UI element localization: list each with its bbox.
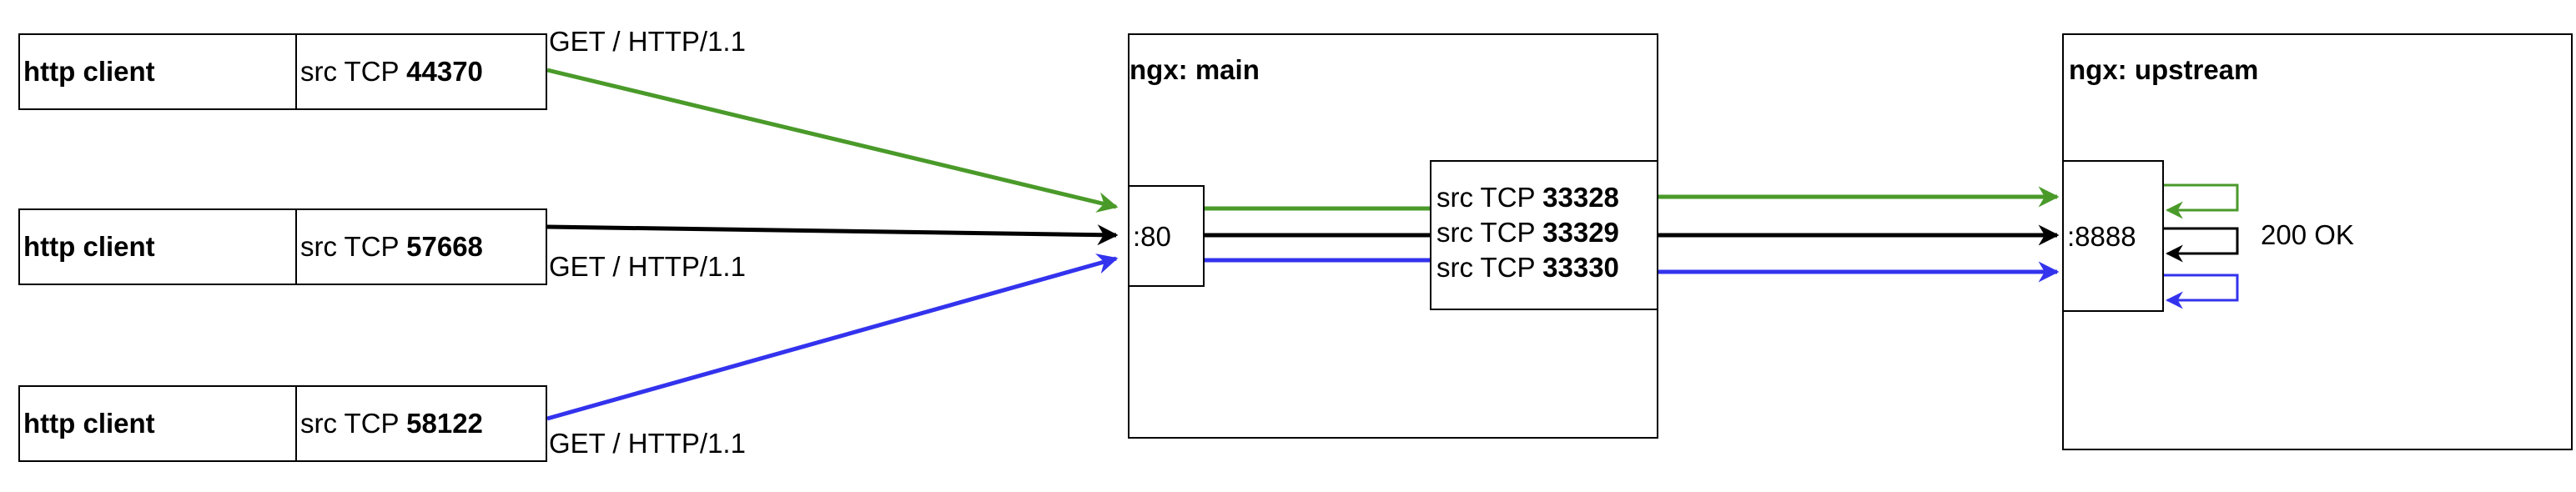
response-loop-green	[2164, 183, 2239, 219]
upstream-source-2: src TCP 33329	[1436, 215, 1619, 250]
client-1-request-arrow	[546, 68, 1119, 213]
upstream-response-label: 200 OK	[2261, 219, 2354, 250]
client-port: src TCP 44370	[295, 33, 547, 110]
client-name: http client	[18, 385, 297, 462]
request-label: GET / HTTP/1.1	[549, 26, 746, 57]
port-prefix: src TCP	[300, 231, 407, 262]
response-loop-black	[2164, 227, 2239, 263]
upstream-source-3: src TCP 33330	[1436, 250, 1619, 285]
client-port: src TCP 57668	[295, 208, 547, 285]
source-port: 33328	[1542, 182, 1619, 213]
main-listen-port-box: :80	[1128, 185, 1205, 287]
port-number: 58122	[406, 408, 483, 439]
source-port: 33330	[1542, 252, 1619, 283]
source-prefix: src TCP	[1436, 252, 1543, 283]
client-2-request-arrow	[546, 224, 1119, 246]
request-label: GET / HTTP/1.1	[549, 428, 746, 459]
main-listen-port-label: :80	[1133, 221, 1171, 252]
port-prefix: src TCP	[300, 408, 407, 439]
upstream-source-1: src TCP 33328	[1436, 180, 1619, 215]
port-prefix: src TCP	[300, 56, 407, 87]
nginx-main-title: ngx: main	[1130, 54, 1260, 85]
upstream-listen-port-box: :8888	[2062, 160, 2164, 312]
source-prefix: src TCP	[1436, 182, 1543, 213]
upstream-listen-port-label: :8888	[2067, 221, 2136, 252]
nginx-upstream-title: ngx: upstream	[2069, 54, 2259, 85]
client-port: src TCP 58122	[295, 385, 547, 462]
port-number: 57668	[406, 231, 483, 262]
client-name: http client	[18, 33, 297, 110]
source-prefix: src TCP	[1436, 217, 1543, 248]
response-loop-blue	[2164, 274, 2239, 309]
main-upstream-sources-box: src TCP 33328 src TCP 33329 src TCP 3333…	[1430, 160, 1658, 310]
client-3-request-arrow	[546, 254, 1119, 421]
request-label: GET / HTTP/1.1	[549, 251, 746, 282]
source-port: 33329	[1542, 217, 1619, 248]
port-number: 44370	[406, 56, 483, 87]
client-name: http client	[18, 208, 297, 285]
